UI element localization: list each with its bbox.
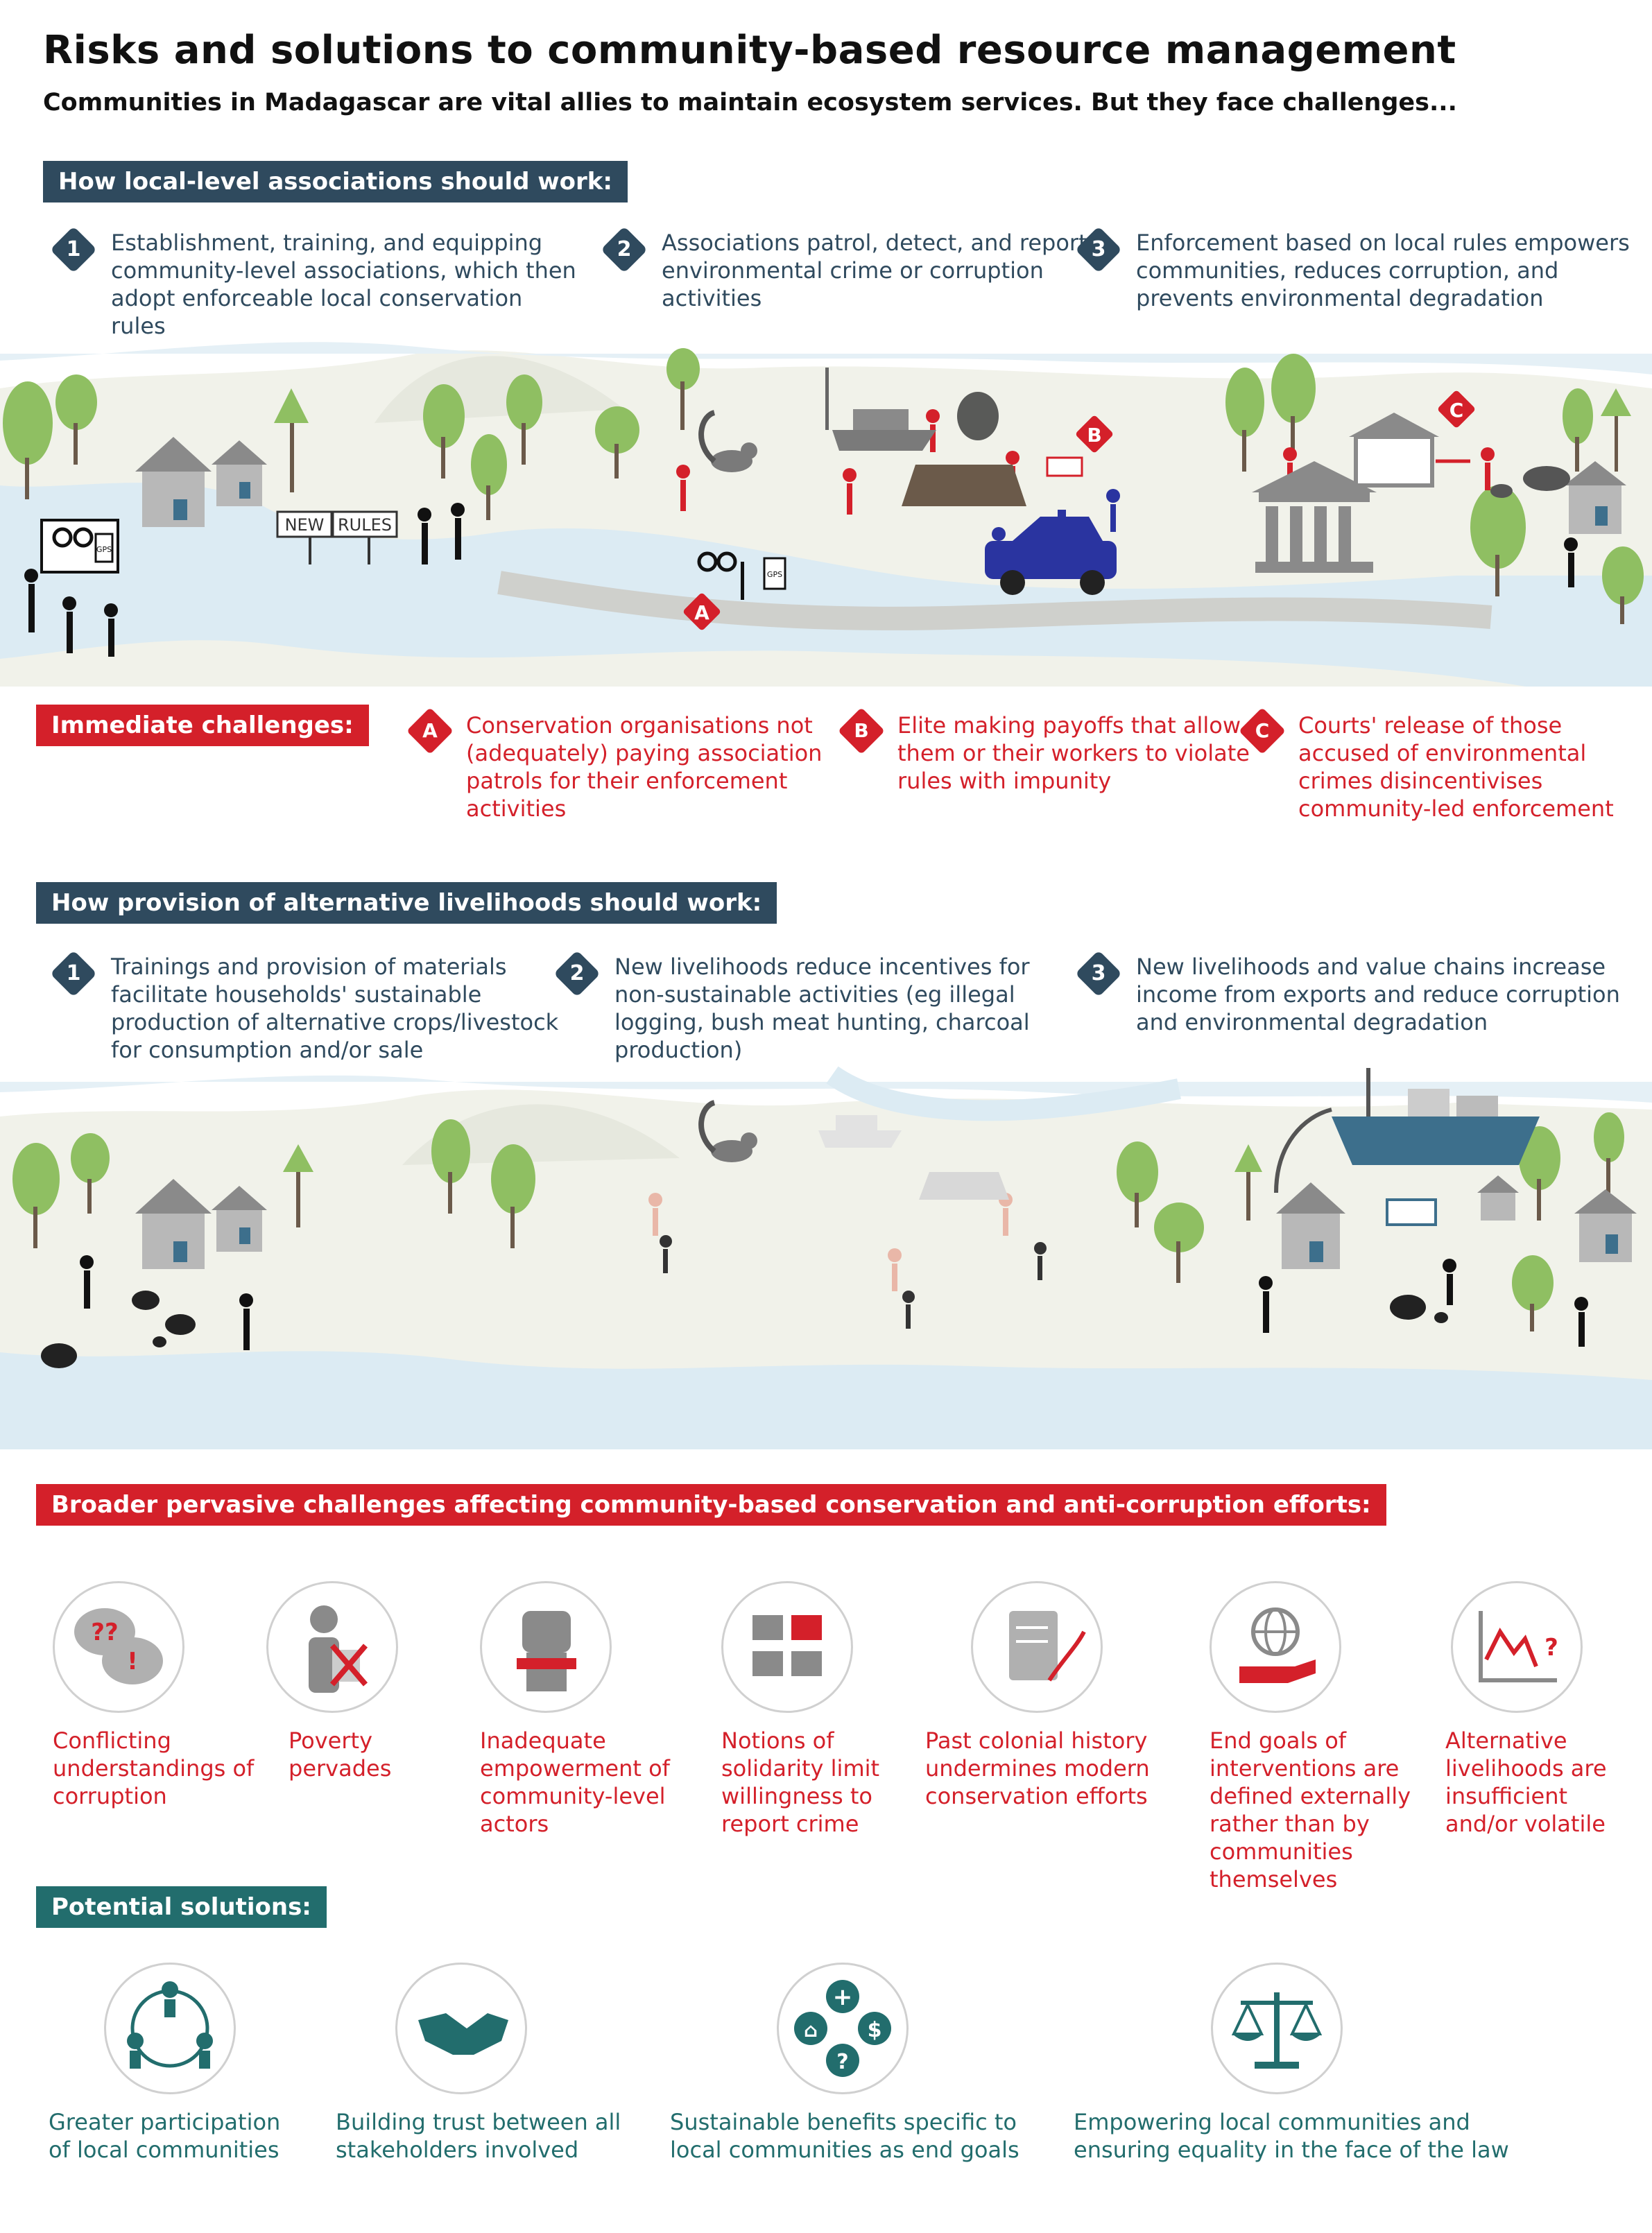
svg-text:!: ! [127, 1648, 138, 1675]
police-car-icon [985, 510, 1117, 595]
community-people-icon [24, 503, 1578, 657]
svg-text:?: ? [836, 2050, 848, 2074]
broader-label-7: Alternative livelihoods are insufficient… [1445, 1727, 1607, 1837]
logs-icon [902, 465, 1026, 506]
svg-text:GPS: GPS [96, 545, 112, 554]
house-icon [135, 1175, 1637, 1269]
step-number-badge: 1 [50, 950, 97, 997]
svg-text:NEW: NEW [285, 515, 325, 535]
money-icon [1046, 456, 1083, 477]
chicken-icon [41, 1291, 1448, 1368]
section2-step-1: 1 Trainings and provision of materials f… [50, 950, 577, 1064]
marker-b: B [1076, 415, 1113, 453]
house-icon [135, 437, 1626, 534]
section2-heading: How provision of alternative livelihoods… [36, 882, 777, 924]
farmer-icon [80, 1255, 1588, 1350]
step-number-badge: 2 [601, 226, 648, 273]
scroll-quill-icon [971, 1581, 1103, 1713]
svg-text:C: C [1449, 399, 1464, 422]
svg-text:⌂: ⌂ [804, 2019, 818, 2042]
step-number-badge: 3 [1075, 226, 1122, 273]
former-poacher-icon [660, 1235, 1047, 1329]
section1-heading: How local-level associations should work… [43, 161, 628, 202]
faded-boat-icon [818, 1115, 902, 1148]
poacher-icon [676, 409, 1495, 515]
svg-text:RULES: RULES [338, 515, 392, 535]
challenge-letter-badge: C [1239, 707, 1286, 755]
step-number-badge: 1 [50, 226, 97, 273]
tree-icon [3, 348, 1644, 624]
courthouse-icon [1252, 461, 1377, 573]
marker-c: C [1438, 390, 1475, 428]
solutions-heading: Potential solutions: [36, 1886, 327, 1928]
challenge-letter-badge: A [406, 707, 454, 755]
page-subtitle: Communities in Madagascar are vital alli… [43, 89, 1457, 117]
globe-hand-icon [1210, 1581, 1341, 1713]
money-icon [1386, 1198, 1437, 1226]
broader-heading: Broader pervasive challenges affecting c… [36, 1484, 1386, 1526]
broader-label-4: Notions of solidarity limit willingness … [721, 1727, 880, 1837]
fishing-boat-icon [825, 368, 936, 451]
interlocked-hands-icon [721, 1581, 853, 1713]
faded-logs-icon [919, 1172, 1009, 1200]
cargo-ship-icon [1332, 1068, 1540, 1165]
challenge-a: A Conservation organisations not (adequa… [406, 707, 823, 822]
svg-text:+: + [833, 1983, 853, 2011]
broader-label-2: Poverty pervades [289, 1727, 392, 1782]
police-officer-icon [992, 489, 1120, 567]
speech-bubbles-icon: ?? ! [53, 1581, 184, 1713]
svg-text:B: B [1087, 424, 1101, 447]
svg-text:?: ? [1545, 1634, 1558, 1662]
solution-label-3: Sustainable benefits specific to local c… [670, 2109, 1019, 2163]
challenge-c: C Courts' release of those accused of en… [1239, 707, 1641, 822]
section1-step-1: 1 Establishment, training, and equipping… [50, 226, 577, 340]
svg-text:GPS: GPS [767, 570, 782, 579]
challenges-heading: Immediate challenges: [36, 705, 369, 746]
challenge-b: B Elite making payoffs that allow them o… [838, 707, 1254, 795]
broader-label-6: End goals of interventions are defined e… [1210, 1727, 1411, 1893]
svg-text:$: $ [868, 2018, 882, 2042]
people-circle-icon [104, 1963, 236, 2094]
broader-label-1: Conflicting understandings of corruption [53, 1727, 255, 1809]
solution-label-1: Greater participation of local communiti… [49, 2109, 281, 2163]
solution-label-4: Empowering local communities and ensurin… [1074, 2109, 1509, 2163]
benefits-icon: + ⌂ $ ? [777, 1963, 909, 2094]
raised-fist-icon [480, 1581, 612, 1713]
page-title: Risks and solutions to community-based r… [43, 28, 1456, 73]
step-number-badge: 2 [553, 950, 601, 997]
challenge-letter-badge: B [838, 707, 885, 755]
svg-text:??: ?? [91, 1619, 118, 1646]
step-number-badge: 3 [1075, 950, 1122, 997]
export-arrow-icon [1274, 1107, 1332, 1193]
poverty-person-icon [266, 1581, 398, 1713]
broader-label-3: Inadequate empowerment of community-leve… [480, 1727, 670, 1837]
jail-icon [1349, 413, 1439, 488]
lemur-icon [698, 1100, 757, 1162]
lemur-icon [698, 410, 757, 472]
scene-local-associations: NEW RULES GPS GPS A [0, 342, 1652, 687]
handshake-icon [395, 1963, 527, 2094]
section2-step-3: 3 New livelihoods and value chains incre… [1075, 950, 1630, 1036]
scene-alternative-livelihoods [0, 1066, 1652, 1449]
section1-step-3: 3 Enforcement based on local rules empow… [1075, 226, 1630, 312]
boar-icon [1490, 466, 1570, 498]
svg-text:A: A [694, 601, 709, 624]
tree-icon [12, 1112, 1624, 1331]
solution-label-2: Building trust between all stakeholders … [336, 2109, 621, 2163]
new-rules-sign: NEW RULES [276, 510, 398, 564]
smoke-icon [957, 392, 999, 440]
volatile-chart-icon: ? [1451, 1581, 1583, 1713]
marker-a: A [683, 593, 721, 630]
section1-step-2: 2 Associations patrol, detect, and repor… [601, 226, 1100, 312]
section2-step-2: 2 New livelihoods reduce incentives for … [553, 950, 1067, 1064]
broader-label-5: Past colonial history undermines modern … [925, 1727, 1150, 1809]
scales-icon [1211, 1963, 1343, 2094]
